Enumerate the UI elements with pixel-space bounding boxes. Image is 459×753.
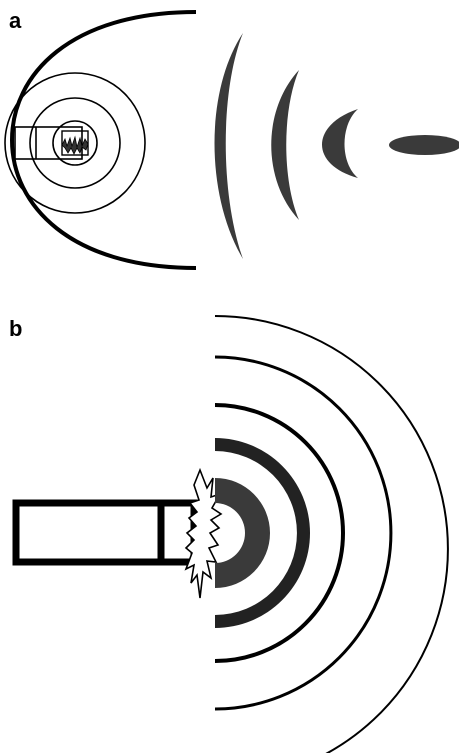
reflector-curve [12,12,196,268]
panel-a-diagram [5,12,459,268]
panel-b-diagram [16,316,448,753]
wavefront-crescent-1 [215,33,244,259]
wavefront-crescent-3 [322,109,358,178]
wavefront-focus-ellipse [389,135,459,155]
spark-discharge [62,137,88,154]
wavefront-crescent-2 [271,70,299,220]
radial-wave-1 [215,478,270,588]
applicator-body [16,503,194,562]
source-housing [15,127,82,159]
